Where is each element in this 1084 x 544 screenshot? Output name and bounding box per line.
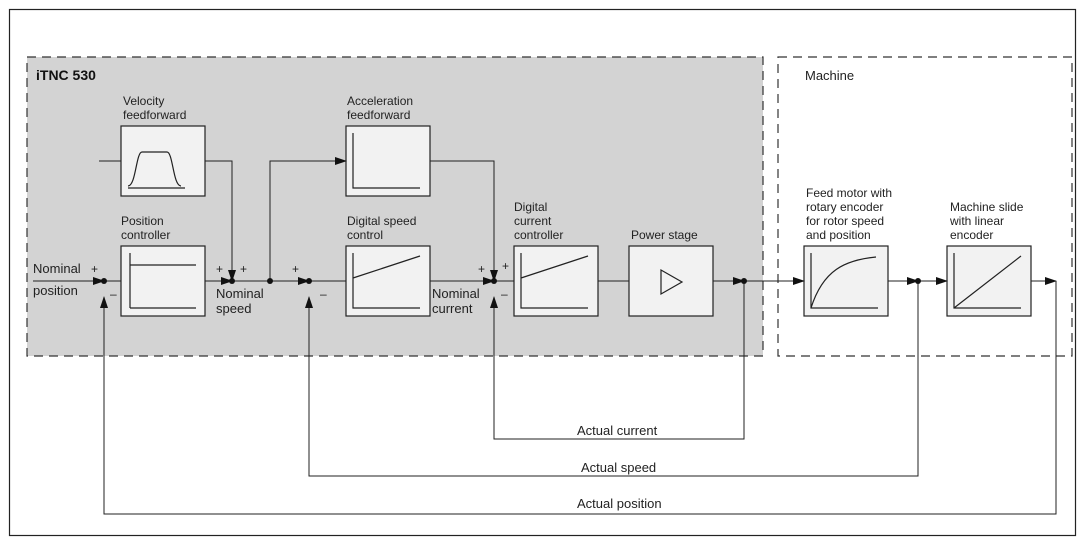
actual-current-loop bbox=[490, 281, 745, 440]
svg-text:+: + bbox=[91, 262, 98, 276]
svg-text:current: current bbox=[514, 214, 552, 228]
position-controller-block: Position controller bbox=[120, 214, 206, 317]
svg-text:Machine slide: Machine slide bbox=[950, 200, 1024, 214]
svg-text:current: current bbox=[432, 301, 473, 316]
actual-current-label: Actual current bbox=[577, 423, 658, 438]
svg-text:–: – bbox=[110, 287, 117, 301]
svg-text:+: + bbox=[240, 262, 247, 276]
svg-text:control: control bbox=[347, 228, 383, 242]
svg-text:+: + bbox=[478, 262, 485, 276]
velocity-feedforward-block: Velocity feedforward bbox=[120, 94, 206, 197]
machine-slide-profile bbox=[953, 253, 1022, 309]
actual-speed-label: Actual speed bbox=[581, 460, 656, 475]
svg-text:and position: and position bbox=[806, 228, 871, 242]
svg-text:position: position bbox=[33, 283, 78, 298]
accel-ff-output-line bbox=[430, 160, 498, 282]
acceleration-feedforward-profile bbox=[352, 133, 420, 189]
machine-slide-block: Machine slide with linear encoder bbox=[946, 200, 1032, 317]
actual-position-loop bbox=[100, 281, 1057, 515]
svg-text:+: + bbox=[292, 262, 299, 276]
svg-text:Acceleration: Acceleration bbox=[347, 94, 413, 108]
velocity-ff-output-line bbox=[205, 160, 236, 282]
position-controller-profile bbox=[129, 253, 196, 309]
current-controller-block: Digital current controller bbox=[513, 200, 599, 317]
svg-text:Position: Position bbox=[121, 214, 164, 228]
speed-control-profile bbox=[352, 253, 421, 309]
svg-text:encoder: encoder bbox=[950, 228, 993, 242]
acceleration-feedforward-block: Acceleration feedforward bbox=[345, 94, 431, 197]
velocity-feedforward-profile bbox=[127, 151, 185, 189]
svg-text:Power stage: Power stage bbox=[631, 228, 698, 242]
power-stage-block: Power stage bbox=[628, 228, 714, 317]
svg-text:with linear: with linear bbox=[949, 214, 1004, 228]
svg-text:feedforward: feedforward bbox=[347, 108, 410, 122]
svg-text:controller: controller bbox=[514, 228, 563, 242]
svg-text:rotary encoder: rotary encoder bbox=[806, 200, 883, 214]
svg-text:speed: speed bbox=[216, 301, 251, 316]
nominal-position-label: Nominal bbox=[33, 261, 81, 276]
svg-text:+: + bbox=[216, 262, 223, 276]
feed-motor-block: Feed motor with rotary encoder for rotor… bbox=[803, 186, 892, 317]
svg-text:–: – bbox=[320, 287, 327, 301]
svg-text:Velocity: Velocity bbox=[123, 94, 164, 108]
svg-text:controller: controller bbox=[121, 228, 170, 242]
actual-position-label: Actual position bbox=[577, 496, 662, 511]
controller-title: iTNC 530 bbox=[36, 67, 96, 83]
nominal-speed-label: Nominal bbox=[216, 286, 264, 301]
amplifier-icon bbox=[660, 268, 684, 296]
svg-text:–: – bbox=[501, 287, 508, 301]
accel-branch-line bbox=[269, 157, 347, 281]
machine-title: Machine bbox=[805, 68, 854, 83]
actual-speed-loop bbox=[305, 281, 919, 477]
current-controller-profile bbox=[520, 253, 589, 309]
svg-text:for rotor speed: for rotor speed bbox=[806, 214, 884, 228]
svg-text:Digital: Digital bbox=[514, 200, 547, 214]
svg-text:Digital speed: Digital speed bbox=[347, 214, 416, 228]
nominal-current-label: Nominal bbox=[432, 286, 480, 301]
svg-text:+: + bbox=[502, 259, 509, 273]
svg-text:Feed motor with: Feed motor with bbox=[806, 186, 892, 200]
svg-text:feedforward: feedforward bbox=[123, 108, 186, 122]
feed-motor-profile bbox=[810, 253, 878, 309]
